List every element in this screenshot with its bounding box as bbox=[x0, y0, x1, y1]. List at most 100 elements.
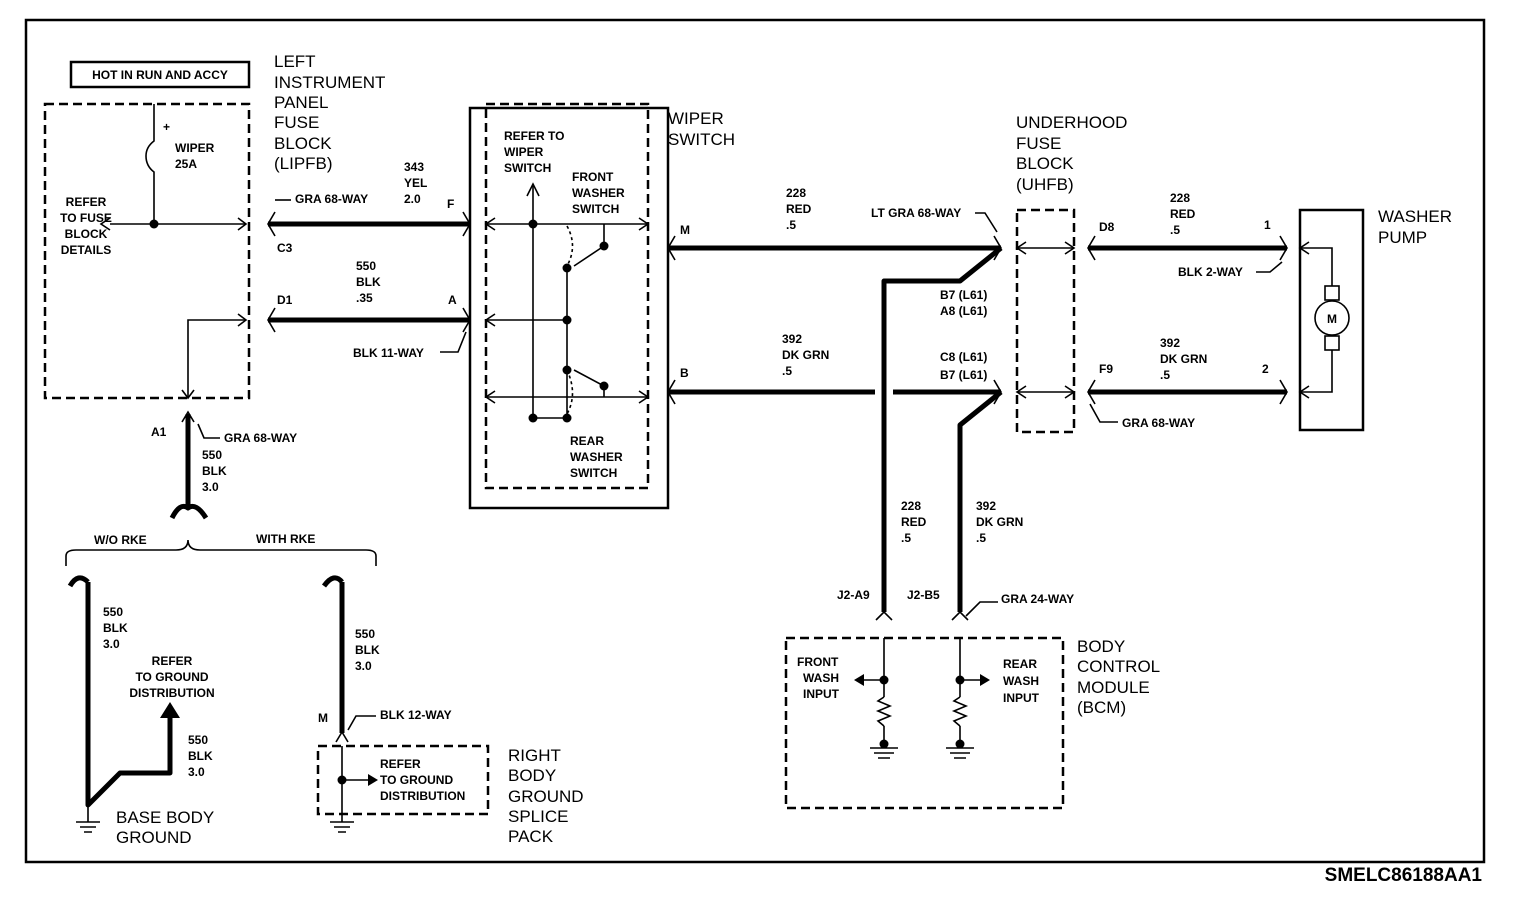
svg-text:UNDERHOOD: UNDERHOOD bbox=[1016, 113, 1127, 132]
fuse-element bbox=[145, 104, 155, 224]
pin-a1: A1 bbox=[151, 425, 167, 439]
blk2-label: BLK 2-WAY bbox=[1178, 265, 1243, 279]
svg-text:PACK: PACK bbox=[508, 827, 554, 846]
svg-text:YEL: YEL bbox=[404, 176, 427, 190]
bcm-connectors bbox=[875, 610, 969, 621]
svg-text:BODY: BODY bbox=[1077, 637, 1125, 656]
washer-pump-box bbox=[1298, 208, 1365, 432]
switch-internal-wiring bbox=[486, 186, 648, 419]
rke-brace bbox=[65, 539, 377, 566]
wire-228-down-label: 228 RED .5 bbox=[901, 499, 927, 545]
svg-text:DETAILS: DETAILS bbox=[61, 243, 111, 257]
svg-text:WIPER: WIPER bbox=[504, 145, 544, 159]
svg-text:550: 550 bbox=[202, 448, 222, 462]
wire-228-right-label: 228 RED .5 bbox=[1170, 191, 1196, 237]
svg-text:RED: RED bbox=[901, 515, 927, 529]
svg-text:SPLICE: SPLICE bbox=[508, 807, 568, 826]
hot-label-box bbox=[69, 60, 251, 89]
svg-text:BODY: BODY bbox=[508, 766, 556, 785]
wire-550-rke-label: 550 BLK 3.0 bbox=[355, 627, 380, 673]
svg-text:3.0: 3.0 bbox=[188, 765, 205, 779]
fuse-details-note: REFER TO FUSE BLOCK DETAILS bbox=[60, 195, 112, 257]
diagram-frame bbox=[24, 18, 1486, 864]
wire-550-left bbox=[85, 582, 173, 808]
svg-text:550: 550 bbox=[188, 733, 208, 747]
ground-dist-arrow bbox=[160, 702, 180, 718]
svg-text:392: 392 bbox=[976, 499, 996, 513]
motor-label: M bbox=[1327, 312, 1337, 326]
svg-text:REFER: REFER bbox=[152, 654, 193, 668]
refer-wiper-switch-note: REFER TO WIPER SWITCH bbox=[504, 129, 564, 175]
svg-text:INPUT: INPUT bbox=[803, 687, 840, 701]
pin-b-switch: B bbox=[680, 366, 689, 380]
pump-arrows bbox=[1298, 241, 1310, 399]
svg-text:WASHER: WASHER bbox=[1378, 207, 1452, 226]
svg-text:WASH: WASH bbox=[1003, 674, 1039, 688]
ground-dist-left-note: REFER TO GROUND DISTRIBUTION bbox=[129, 654, 214, 700]
wiper-switch-title: WIPER SWITCH bbox=[668, 109, 735, 149]
svg-text:392: 392 bbox=[1160, 336, 1180, 350]
svg-text:.35: .35 bbox=[356, 291, 373, 305]
blk12-label: BLK 12-WAY bbox=[380, 708, 452, 722]
pin-m-ground: M bbox=[318, 711, 328, 725]
svg-text:PUMP: PUMP bbox=[1378, 228, 1427, 247]
lt-gra68-label: LT GRA 68-WAY bbox=[871, 206, 961, 220]
motor-brush-bottom bbox=[1324, 335, 1340, 351]
svg-text:WASHER: WASHER bbox=[572, 186, 625, 200]
svg-text:PANEL: PANEL bbox=[274, 93, 329, 112]
svg-text:DK GRN: DK GRN bbox=[1160, 352, 1207, 366]
base-body-ground-label: BASE BODY GROUND bbox=[116, 808, 214, 847]
pin-d1: D1 bbox=[277, 293, 293, 307]
pin-a8-l61: A8 (L61) bbox=[940, 304, 987, 318]
pin-b7-l61: B7 (L61) bbox=[940, 288, 987, 302]
wo-rke-label: W/O RKE bbox=[94, 533, 147, 547]
wire-343-label: 343 YEL 2.0 bbox=[404, 160, 427, 206]
bcm-internal bbox=[883, 638, 961, 744]
svg-text:DISTRIBUTION: DISTRIBUTION bbox=[129, 686, 214, 700]
svg-text:CONTROL: CONTROL bbox=[1077, 657, 1160, 676]
svg-text:.5: .5 bbox=[786, 218, 796, 232]
svg-text:WASHER: WASHER bbox=[570, 450, 623, 464]
svg-text:BLOCK: BLOCK bbox=[1016, 154, 1074, 173]
svg-text:.5: .5 bbox=[782, 364, 792, 378]
gra24-leader bbox=[965, 601, 998, 617]
svg-text:SWITCH: SWITCH bbox=[668, 130, 735, 149]
washer-pump-title: WASHER PUMP bbox=[1378, 207, 1452, 247]
svg-text:SWITCH: SWITCH bbox=[504, 161, 551, 175]
svg-text:REFER: REFER bbox=[66, 195, 107, 209]
switch-node-1 bbox=[528, 219, 538, 229]
front-wash-resistor bbox=[875, 696, 893, 727]
svg-text:FRONT: FRONT bbox=[797, 655, 839, 669]
svg-text:TO GROUND: TO GROUND bbox=[135, 670, 208, 684]
lipfb-title: LEFT INSTRUMENT PANEL FUSE BLOCK (LIPFB) bbox=[274, 52, 385, 173]
pin-f9: F9 bbox=[1099, 362, 1113, 376]
svg-text:REFER TO: REFER TO bbox=[504, 129, 564, 143]
gra68-uhfb-leader bbox=[1089, 403, 1118, 423]
bcm-node-front-gnd bbox=[879, 739, 889, 749]
connector-lt-gra68-bottom bbox=[993, 379, 1002, 405]
svg-text:BLK: BLK bbox=[356, 275, 381, 289]
connector-a1 bbox=[181, 410, 195, 423]
fuse-rating: 25A bbox=[175, 157, 197, 171]
diagram-id: SMELC86188AA1 bbox=[1325, 865, 1483, 886]
wire-392-down-label: 392 DK GRN .5 bbox=[976, 499, 1023, 545]
svg-text:LEFT: LEFT bbox=[274, 52, 316, 71]
wo-rke-connector bbox=[67, 575, 90, 588]
splice-arrow bbox=[368, 774, 378, 786]
gra68-a1-label: GRA 68-WAY bbox=[224, 431, 297, 445]
splice-internal bbox=[341, 746, 372, 822]
rear-washer-switch-label: REAR WASHER SWITCH bbox=[570, 434, 623, 480]
wire-uhfb-to-pump bbox=[1088, 245, 1287, 395]
svg-text:FUSE: FUSE bbox=[1016, 134, 1061, 153]
pump-internal bbox=[1300, 247, 1333, 393]
pin-c3: C3 bbox=[277, 241, 293, 255]
svg-text:SWITCH: SWITCH bbox=[572, 202, 619, 216]
rear-wash-resistor bbox=[951, 696, 969, 727]
svg-text:WASH: WASH bbox=[803, 671, 839, 685]
wiper-switch-inner bbox=[484, 102, 650, 490]
svg-text:RIGHT: RIGHT bbox=[508, 746, 561, 765]
wiper-switch-box bbox=[468, 106, 670, 510]
bcm-title: BODY CONTROL MODULE (BCM) bbox=[1077, 637, 1160, 717]
fuse-arrow bbox=[237, 217, 248, 231]
